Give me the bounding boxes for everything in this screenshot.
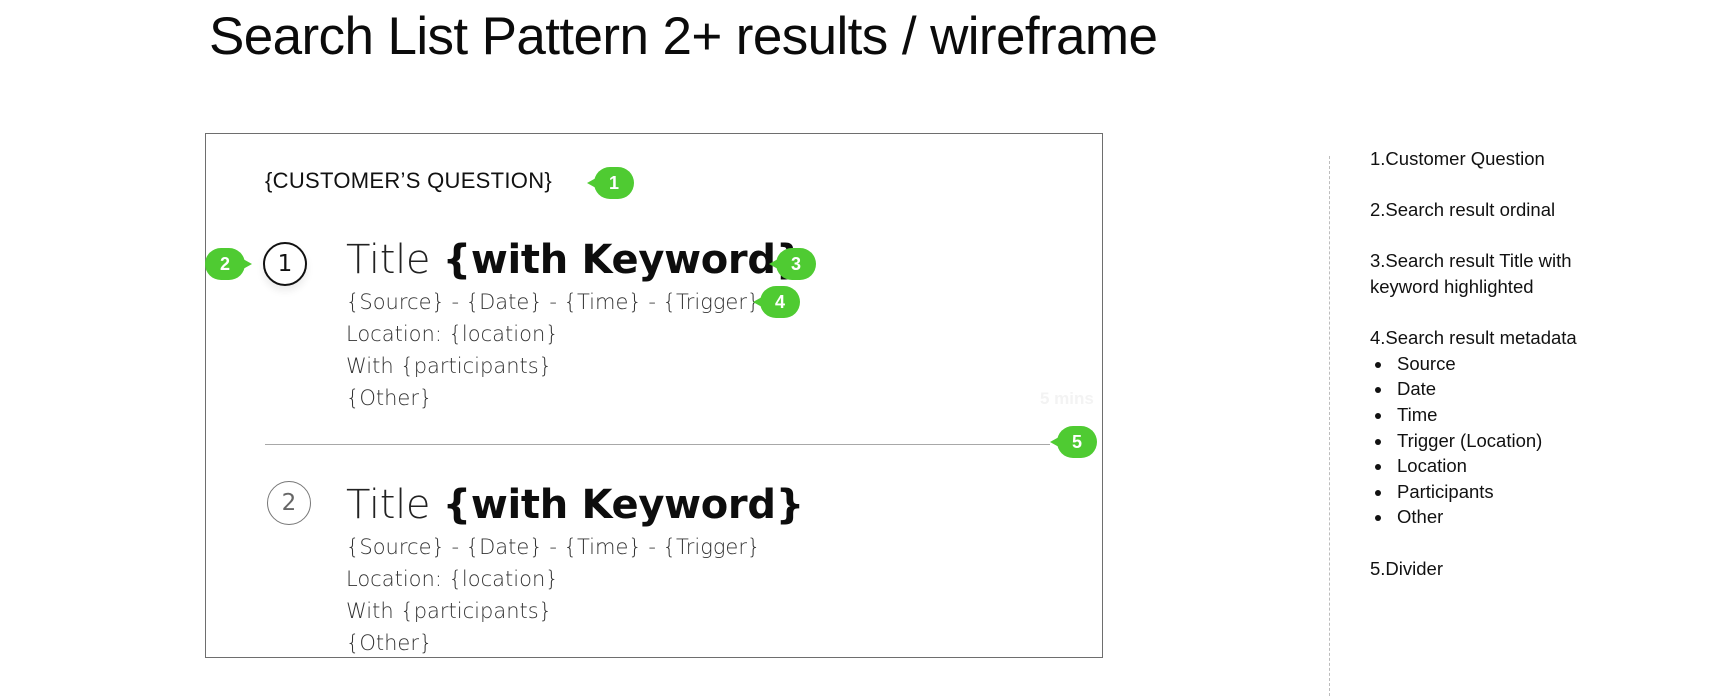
legend-item-2: 2.Search result ordinal [1370, 199, 1556, 221]
result-title-2[interactable]: Title {with Keyword} [346, 482, 804, 528]
result-ordinal-1: 1 [263, 242, 307, 286]
legend-item-3-line-1: 3.Search result Title with [1370, 250, 1572, 272]
callout-badge-3: 3 [769, 248, 816, 280]
legend-metadata-item: Date [1375, 376, 1700, 402]
result-metadata-1: {Source} - {Date} - {Time} - {Trigger} L… [346, 286, 760, 414]
legend-metadata-item: Source [1375, 351, 1700, 377]
result-metadata-2: {Source} - {Date} - {Time} - {Trigger} L… [346, 531, 760, 659]
metadata-line: {Source} - {Date} - {Time} - {Trigger} [346, 290, 761, 314]
legend-separator [1329, 156, 1330, 696]
legend-item-3: 3.Search result Title with keyword highli… [1370, 248, 1700, 299]
legend-item-1: 1.Customer Question [1370, 148, 1545, 169]
legend-metadata-item: Other [1375, 504, 1700, 530]
faint-time-label: 5 mins [1040, 389, 1094, 408]
result-title-text: Title [346, 237, 443, 283]
result-title-keyword: {with Keyword} [442, 482, 805, 528]
metadata-other: {Other} [346, 631, 433, 655]
wireframe-frame [205, 133, 1103, 658]
callout-badge-2: 2 [205, 248, 252, 280]
result-ordinal-2: 2 [267, 481, 311, 525]
callout-badge-5: 5 [1050, 426, 1097, 458]
metadata-location: Location: {location} [346, 567, 559, 591]
page-title: Search List Pattern 2+ results / wirefra… [209, 7, 1158, 66]
metadata-location: Location: {location} [346, 322, 559, 346]
legend-metadata-list: Source Date Time Trigger (Location) Loca… [1370, 351, 1700, 530]
metadata-line: {Source} - {Date} - {Time} - {Trigger} [346, 535, 761, 559]
legend-item-3-line-2: keyword highlighted [1370, 275, 1534, 297]
legend-item-5: 5.Divider [1370, 557, 1443, 579]
result-title-text: Title [346, 482, 443, 528]
legend-metadata-item: Trigger (Location) [1375, 428, 1700, 454]
metadata-other: {Other} [346, 386, 433, 410]
result-divider [265, 444, 1050, 445]
result-title-1[interactable]: Title {with Keyword} [346, 237, 804, 283]
legend-panel: 1.Customer Question 2.Search result ordi… [1370, 146, 1700, 607]
metadata-participants: With {participants} [346, 354, 553, 378]
legend-metadata-item: Participants [1375, 479, 1700, 505]
callout-badge-1: 1 [587, 167, 634, 199]
customer-question: {CUSTOMER’S QUESTION} [265, 168, 553, 193]
legend-item-4: 4.Search result metadata [1370, 327, 1577, 349]
callout-badge-4: 4 [753, 286, 800, 318]
metadata-participants: With {participants} [346, 599, 553, 623]
result-title-keyword: {with Keyword} [442, 237, 805, 283]
legend-metadata-item: Time [1375, 402, 1700, 428]
legend-metadata-item: Location [1375, 453, 1700, 479]
